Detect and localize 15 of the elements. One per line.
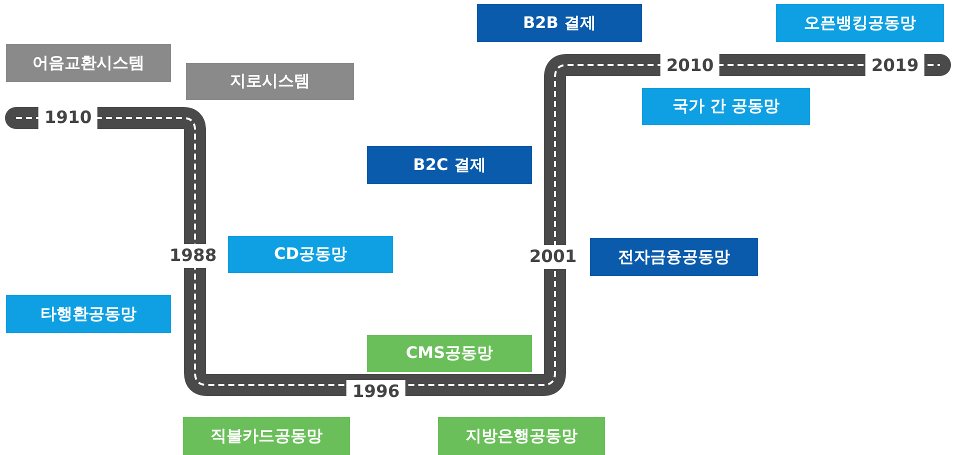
year-label: 1910	[38, 106, 98, 130]
event-box: 직불카드공동망	[183, 417, 350, 455]
event-box: 지로시스템	[186, 63, 354, 100]
event-box: 지방은행공동망	[438, 417, 605, 455]
event-box: CMS공동망	[367, 335, 532, 372]
year-label: 2010	[660, 54, 720, 78]
event-box: 오픈뱅킹공동망	[776, 4, 944, 42]
event-box: 타행환공동망	[6, 295, 171, 333]
year-label: 2019	[865, 54, 925, 78]
event-box: B2B 결제	[477, 4, 642, 42]
event-box: 전자금융공동망	[590, 238, 758, 276]
event-box: CD공동망	[228, 236, 393, 273]
event-box: 국가 간 공동망	[642, 88, 810, 125]
event-box: B2C 결제	[367, 146, 532, 184]
event-box: 어음교환시스템	[6, 44, 171, 82]
